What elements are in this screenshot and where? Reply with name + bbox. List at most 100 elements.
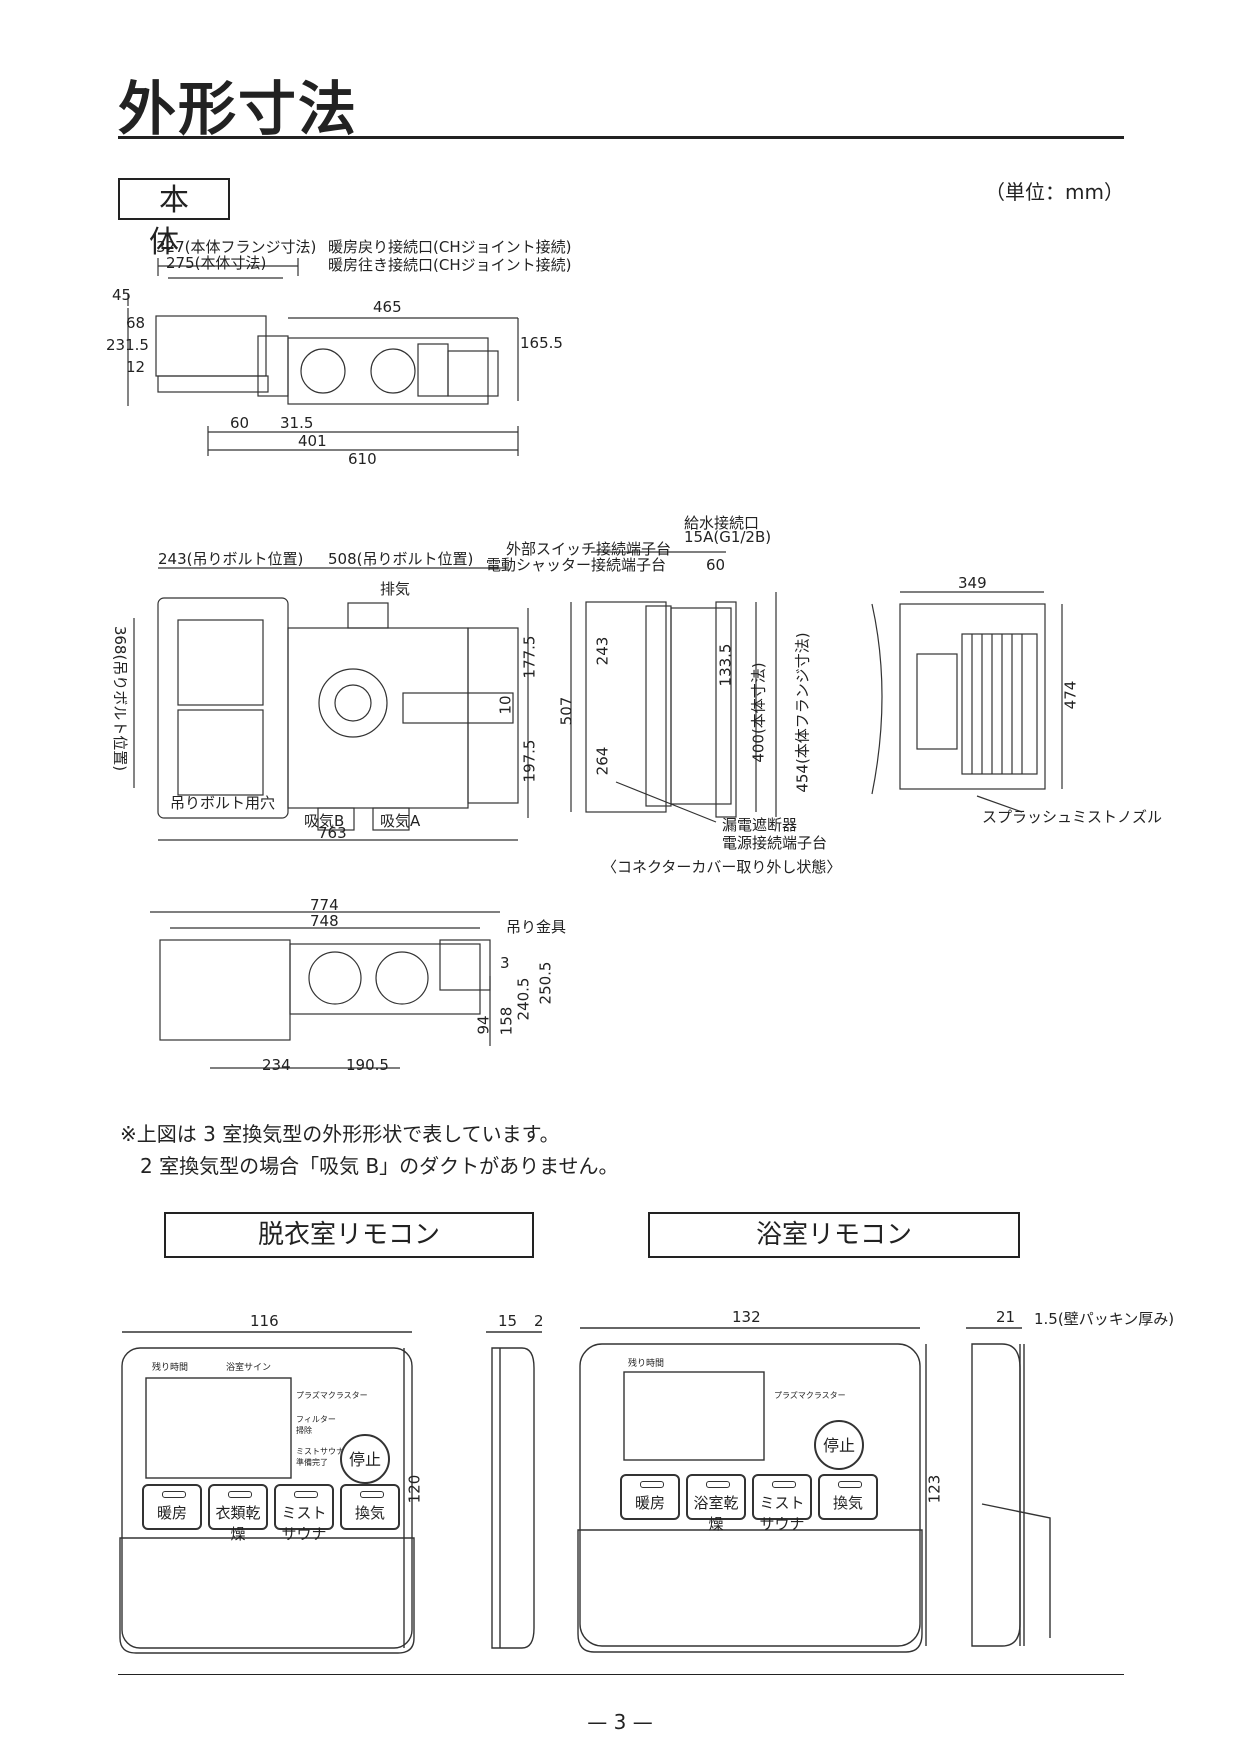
dressing-remote-label: 脱衣室リモコン [164, 1212, 534, 1258]
label-heating-return: 暖房戻り接続口(CHジョイント接続) [328, 238, 572, 256]
bathroom-remote-label: 浴室リモコン [648, 1212, 1020, 1258]
label-bolt-hole: 吊りボルト用穴 [170, 794, 276, 812]
top-dim-275: 275(本体寸法) [166, 254, 267, 272]
front-view-svg [871, 591, 1063, 813]
top-dim-60: 60 [230, 414, 250, 432]
dressing-stop-button[interactable]: 停止 [340, 1434, 390, 1484]
plan-dim-243: 243(吊りボルト位置) [158, 550, 304, 568]
note-line-2: 2 室換気型の場合「吸気 B」のダクトがありません。 [140, 1154, 619, 1178]
bottom-dim-250-5: 250.5 [536, 961, 555, 1005]
front-view-drawing: 349 474 スプラッシュミストノズル [862, 574, 1162, 834]
side-dim-264: 264 [593, 746, 612, 776]
plan-view-svg [133, 567, 529, 841]
label-ext-switch: 外部スイッチ接続端子台 [506, 540, 672, 558]
dressing-remote-svg [119, 1331, 415, 1654]
side-dim-454: 454(本体フランジ寸法) [793, 632, 812, 793]
top-dim-231-5: 231.5 [106, 336, 149, 354]
bottom-view-drawing: 774 748 吊り金具 3 240.5 250.5 94 158 234 19… [140, 896, 580, 1086]
bottom-view-svg [150, 911, 500, 1069]
plan-view-drawing: 243(吊りボルト位置) 508(吊りボルト位置) 排気 368(吊りボルト位置… [111, 548, 538, 848]
bathroom-heating-button[interactable]: 暖房 [620, 1474, 680, 1520]
dressing-side-label-3: ミストサウナ準備完了 [296, 1447, 344, 1467]
page-title: 外形寸法 [118, 75, 359, 143]
top-dim-610: 610 [348, 450, 377, 468]
dressing-screen-label-1: 残り時間 [152, 1363, 189, 1373]
bathroom-dry-button[interactable]: 浴室乾燥 [686, 1474, 746, 1533]
bottom-dim-748: 748 [310, 912, 339, 930]
side-dim-133-5: 133.5 [716, 643, 735, 687]
top-dim-68: 68 [126, 314, 146, 332]
plan-dim-508: 508(吊りボルト位置) [328, 550, 474, 568]
bottom-dim-3: 3 [500, 954, 510, 972]
page-number: — 3 — [587, 1710, 653, 1734]
dressing-screen-label-2: 浴室サイン [226, 1363, 272, 1373]
bathroom-remote-svg [577, 1327, 927, 1653]
top-dim-12: 12 [126, 358, 146, 376]
side-dim-60: 60 [706, 556, 726, 574]
dressing-side-label-1: プラズマクラスター [296, 1391, 368, 1400]
dressing-dim-depth: 15 [498, 1312, 518, 1330]
dressing-side-label-2: フィルター掃除 [296, 1415, 336, 1435]
top-dim-327: 327(本体フランジ寸法) [156, 238, 317, 256]
top-view-svg [127, 258, 519, 456]
top-dim-31-5: 31.5 [280, 414, 314, 432]
label-hanging-bracket: 吊り金具 [506, 918, 567, 936]
bathroom-remote-side-svg [966, 1327, 1051, 1647]
label-intake-a: 吸気A [380, 812, 421, 830]
dressing-dim-height: 120 [405, 1474, 424, 1504]
label-power-terminal: 電源接続端子台 [722, 834, 828, 852]
bathroom-dim-packing: 1.5(壁パッキン厚み) [1034, 1310, 1175, 1328]
bathroom-side-label-1: プラズマクラスター [774, 1391, 846, 1400]
dressing-clothes-dry-button[interactable]: 衣類乾燥 [208, 1484, 268, 1543]
top-view-drawing: 327(本体フランジ寸法) 275(本体寸法) 暖房戻り接続口(CHジョイント接… [106, 236, 571, 468]
label-mist-nozzle: スプラッシュミストノズル [982, 808, 1163, 826]
bathroom-remote: 132 123 残り時間 プラズマクラスター 停止 暖房 浴室乾燥 ミストサウナ… [576, 1308, 943, 1658]
label-water-inlet: 給水接続口 [684, 514, 760, 532]
dressing-dim-2: 2 [534, 1312, 544, 1330]
label-exhaust: 排気 [380, 580, 411, 598]
top-dim-401: 401 [298, 432, 327, 450]
side-caption: 〈コネクターカバー取り外し状態〉 [602, 858, 842, 876]
side-view-svg [570, 551, 777, 823]
footer-rule [118, 1674, 1124, 1675]
side-view-drawing: 給水接続口 15A(G1/2B) 外部スイッチ接続端子台 電動シャッター接続端子… [476, 512, 856, 876]
label-intake-b: 吸気B [304, 812, 345, 830]
label-heating-supply: 暖房往き接続口(CHジョイント接続) [328, 256, 572, 274]
dressing-remote-side: 15 2 [482, 1308, 562, 1658]
front-dim-474: 474 [1061, 680, 1080, 710]
bathroom-mist-sauna-button[interactable]: ミストサウナ [752, 1474, 812, 1533]
label-water-size: 15A(G1/2B) [684, 528, 772, 546]
plan-dim-368: 368(吊りボルト位置) [111, 625, 130, 772]
plan-dim-763: 763 [318, 824, 347, 842]
side-dim-243: 243 [593, 636, 612, 666]
bottom-dim-94: 94 [474, 1015, 493, 1035]
unit-label: （単位：mm） [985, 180, 1124, 204]
dressing-ventilation-button[interactable]: 換気 [340, 1484, 400, 1530]
bottom-dim-234: 234 [262, 1056, 291, 1074]
bathroom-ventilation-button[interactable]: 換気 [818, 1474, 878, 1520]
dressing-heating-button[interactable]: 暖房 [142, 1484, 202, 1530]
section-label: 本 体 [118, 178, 230, 260]
front-dim-349: 349 [958, 574, 987, 592]
side-dim-507: 507 [557, 696, 576, 726]
top-dim-45: 45 [112, 286, 132, 304]
label-breaker: 漏電遮断器 [722, 816, 798, 834]
bathroom-stop-button[interactable]: 停止 [814, 1420, 864, 1470]
dressing-mist-sauna-button[interactable]: ミストサウナ [274, 1484, 334, 1543]
bathroom-dim-depth: 21 [996, 1308, 1016, 1326]
bathroom-screen-label-1: 残り時間 [628, 1359, 665, 1369]
bottom-dim-190-5: 190.5 [346, 1056, 389, 1074]
bathroom-dim-width: 132 [732, 1308, 761, 1326]
dressing-remote-side-svg [486, 1331, 542, 1649]
dressing-remote: 116 120 残り時間 浴室サイン プラズマクラスター フィルター掃除 ミスト… [118, 1308, 423, 1658]
dressing-dim-width: 116 [250, 1312, 279, 1330]
bottom-dim-240-5: 240.5 [514, 977, 533, 1021]
title-rule [118, 136, 1124, 139]
top-dim-165-5: 165.5 [520, 334, 563, 352]
bottom-dim-158: 158 [497, 1006, 516, 1036]
side-dim-400: 400(本体寸法) [749, 662, 768, 763]
bathroom-remote-side: 21 1.5(壁パッキン厚み) [962, 1308, 1174, 1658]
top-dim-465: 465 [373, 298, 402, 316]
note-line-1: ※上図は 3 室換気型の外形形状で表しています。 [120, 1122, 560, 1146]
bottom-dim-774: 774 [310, 896, 339, 914]
